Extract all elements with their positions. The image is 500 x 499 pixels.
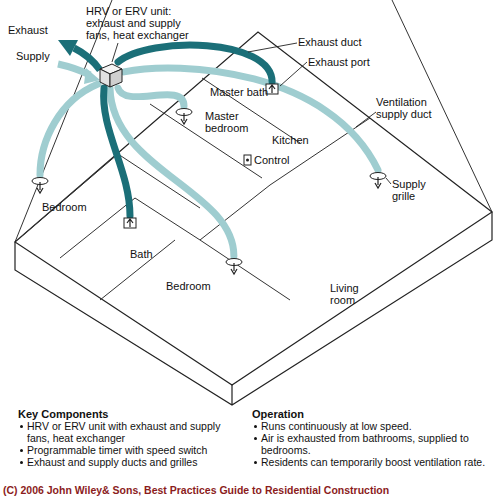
control-knob [246, 159, 249, 162]
bullet-item: Residents can temporarily boost ventilat… [252, 456, 496, 468]
callout-label: Supply grille [392, 178, 432, 202]
supply-arrow [181, 113, 187, 124]
bullet-dot [254, 437, 257, 440]
section-heading: Operation [252, 408, 496, 420]
bullet-text: Runs continuously at low speed. [261, 420, 412, 432]
callout-text: HRV or ERV unit: exhaust and supply fans… [86, 5, 204, 41]
leader-line [280, 62, 307, 86]
room-bath: Bath [118, 216, 160, 272]
room-bedroom: Bedroom [160, 256, 248, 302]
room-label: Living room [330, 282, 370, 306]
key-components-list: Key ComponentsHRV or ERV unit with exhau… [18, 408, 246, 468]
bullet-item: HRV or ERV unit with exhaust and supply … [18, 420, 246, 444]
supply-duct [118, 88, 184, 106]
unit-face [100, 69, 110, 87]
supply-arrow [37, 182, 43, 193]
room-bedroom: Bedroom [28, 175, 100, 223]
room-label: Master bedroom [205, 110, 255, 134]
room-label: Bath [130, 248, 153, 260]
flow-label: Supply [16, 50, 50, 62]
room-label: Kitchen [272, 134, 309, 146]
supply-arrow [231, 263, 237, 274]
supply-duct [40, 84, 98, 175]
ceiling-outline [15, 32, 492, 385]
callout-label: Exhaust port [308, 56, 370, 68]
copyright-notice: (C) 2006 John Wiley& Sons, Best Practice… [3, 484, 389, 496]
room-label: Master bath [210, 86, 268, 98]
interior-wall [270, 118, 370, 185]
hrv-erv-unit: HRV or ERV unit: exhaust and supply fans… [98, 62, 124, 88]
unit-cube [98, 62, 124, 88]
leader-line [356, 112, 376, 127]
supply-duct [124, 68, 378, 170]
bullet-item: Air is exhausted from bathrooms, supplie… [252, 432, 496, 456]
room-label: Bedroom [42, 201, 87, 213]
control-label: Control [254, 154, 289, 166]
leader-line [248, 43, 297, 52]
supply-arrow [375, 177, 381, 188]
arrow-head [58, 40, 78, 56]
exhaust-arrow [127, 219, 133, 227]
leader-line [386, 178, 391, 184]
room-kitchen: Kitchen [268, 130, 320, 152]
bullet-item: Programmable timer with speed switch [18, 444, 246, 456]
unit-face [110, 69, 122, 87]
door-gap [78, 229, 228, 299]
leader-line [112, 43, 118, 62]
room-master-bath: Master bath [208, 82, 280, 104]
interior-wall [200, 185, 290, 300]
bullet-dot [254, 461, 257, 464]
exhaust-duct [104, 88, 130, 216]
supply-air-arrow [58, 64, 90, 75]
bullet-text: HRV or ERV unit with exhaust and supply … [27, 420, 220, 444]
exterior-wall [15, 212, 492, 405]
bullet-item: Runs continuously at low speed. [252, 420, 496, 432]
flow-label: Exhaust [8, 24, 48, 36]
control-symbol [244, 155, 251, 165]
room-living: Living room [320, 170, 395, 315]
operation-list: OperationRuns continuously at low speed.… [252, 408, 496, 468]
bullet-dot [20, 449, 23, 452]
bullet-text: Residents can temporarily boost ventilat… [261, 456, 485, 468]
callout-label: Ventilation supply duct [376, 96, 446, 120]
bullet-text: Exhaust and supply ducts and grilles [27, 456, 197, 468]
room-label: Bedroom [166, 280, 211, 292]
arrow-head [84, 68, 100, 84]
interior-wall [150, 104, 262, 178]
bullet-dot [20, 461, 23, 464]
exhaust-port [124, 218, 136, 228]
interior-wall [22, 154, 200, 236]
exhaust-duct [118, 45, 272, 82]
bullet-text: Air is exhausted from bathrooms, supplie… [261, 432, 469, 456]
bullet-dot [20, 425, 23, 428]
exhaust-arrow [269, 85, 275, 93]
section-heading: Key Components [18, 408, 246, 420]
bullet-dot [254, 425, 257, 428]
interior-wall [100, 240, 175, 300]
callout-label: Exhaust duct [298, 36, 362, 48]
bullet-item: Exhaust and supply ducts and grilles [18, 456, 246, 468]
bullet-text: Programmable timer with speed switch [27, 444, 207, 456]
room-master-bedroom: Master bedroom [172, 106, 256, 142]
